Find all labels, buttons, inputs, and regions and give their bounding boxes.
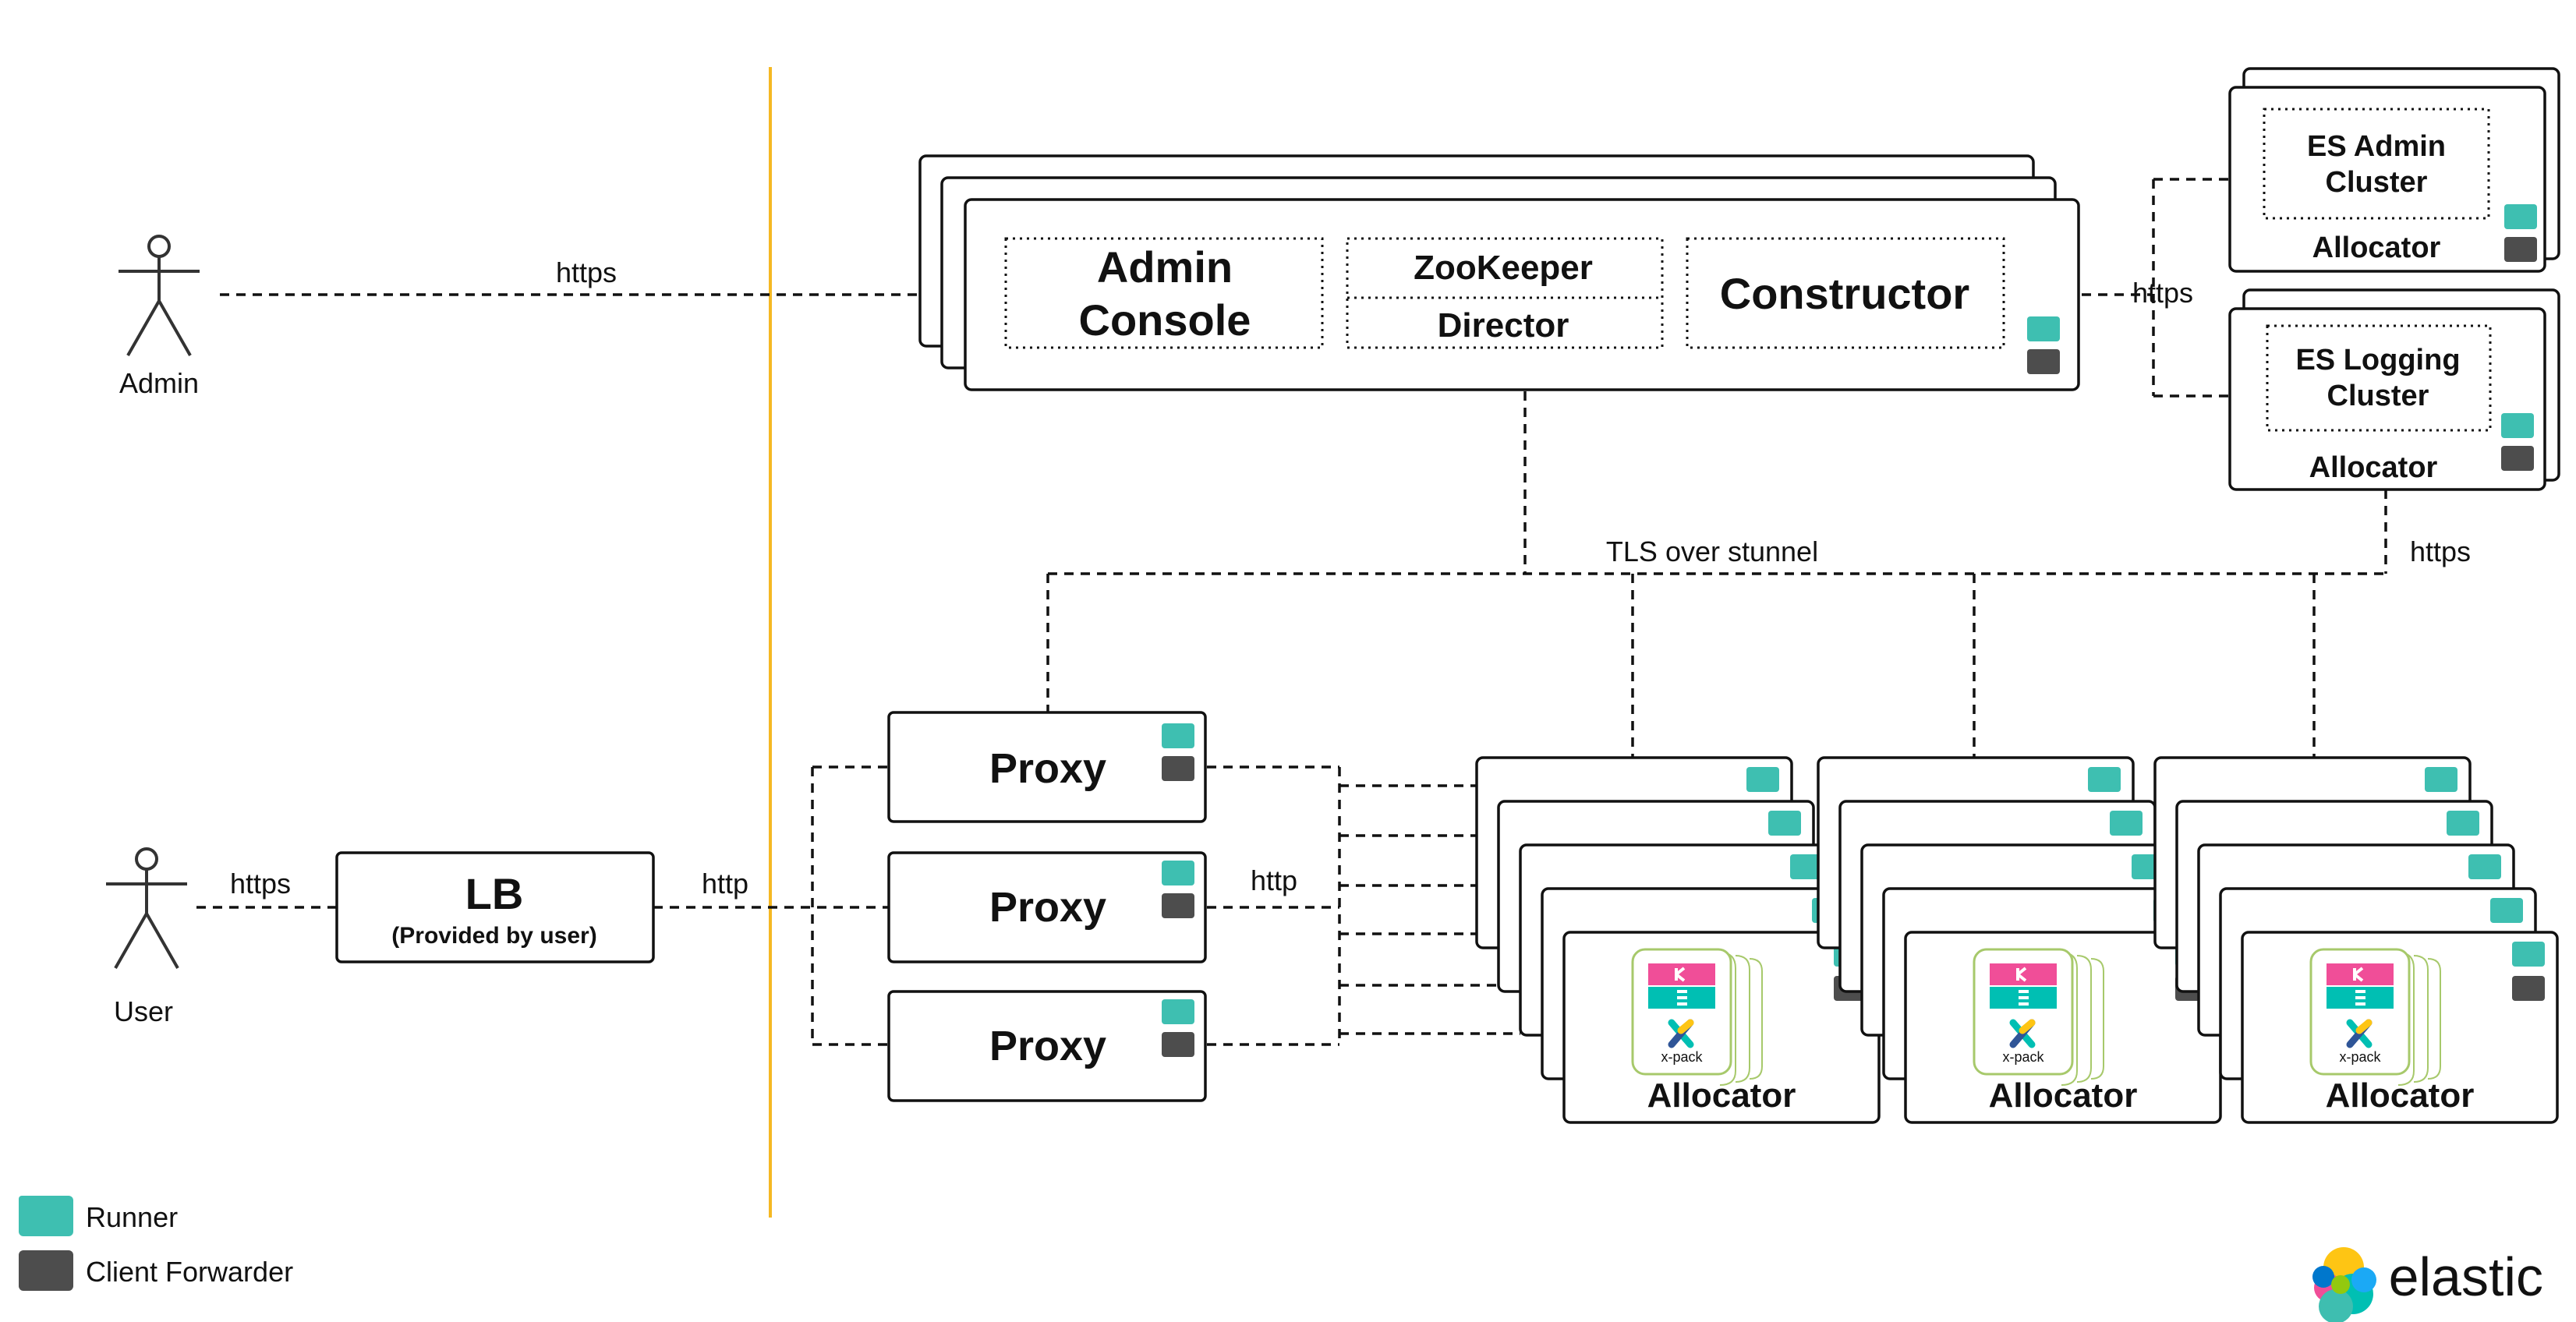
coordinator-stack — [918, 154, 2080, 391]
es-logging-title-1: ES Logging — [2295, 344, 2460, 376]
es-admin-allocator-label: Allocator — [2312, 232, 2441, 264]
elastic-logo-icon — [2312, 1247, 2376, 1322]
runner-icon — [2425, 767, 2457, 792]
admin-console-line1: Admin — [1097, 242, 1233, 292]
proxy-http-label: http — [1251, 864, 1297, 896]
zookeeper-label: ZooKeeper — [1414, 249, 1593, 287]
runner-icon — [1746, 767, 1779, 792]
client-forwarder-icon — [2512, 976, 2545, 1001]
xpack-label: x-pack — [2002, 1049, 2044, 1065]
xpack-label: x-pack — [2339, 1049, 2381, 1065]
runner-icon — [2110, 811, 2143, 836]
legend-client-forwarder-label: Client Forwarder — [86, 1256, 293, 1288]
allocator-label-2: Allocator — [1989, 1076, 2138, 1115]
tls-label: TLS over stunnel — [1606, 536, 1818, 567]
runner-icon — [2027, 316, 2060, 341]
runner-icon — [2512, 942, 2545, 967]
admin-https-label: https — [556, 256, 617, 288]
admin-actor-icon — [117, 235, 201, 357]
es-logging-cluster-stack — [2228, 288, 2560, 491]
es-logging-title-2: Cluster — [2327, 380, 2429, 412]
constructor-label: Constructor — [1720, 269, 1969, 318]
es-logging-allocator-label: Allocator — [2309, 451, 2438, 484]
lb-subtitle: (Provided by user) — [391, 923, 596, 949]
director-label: Director — [1438, 306, 1569, 345]
user-label: User — [114, 995, 173, 1027]
xpack-label: x-pack — [1661, 1049, 1703, 1065]
proxy-box-1 — [887, 711, 1207, 823]
allocator-label-1: Allocator — [1647, 1076, 1796, 1115]
user-https-label: https — [230, 868, 291, 900]
proxy-label-3: Proxy — [989, 1023, 1106, 1069]
legend-client-forwarder-swatch — [19, 1250, 73, 1291]
admin-console-box — [1004, 237, 1324, 349]
runner-icon — [2490, 898, 2523, 923]
user-actor-icon — [104, 847, 189, 970]
admin-label: Admin — [119, 367, 199, 399]
proxy-label-2: Proxy — [989, 884, 1106, 931]
client-forwarder-icon — [2027, 349, 2060, 374]
allocator-label-3: Allocator — [2326, 1076, 2475, 1115]
elastic-logo-text: elastic — [2389, 1246, 2543, 1307]
zookeeper-director-box — [1346, 237, 1664, 349]
constructor-https-label: https — [2132, 277, 2193, 309]
constructor-box — [1686, 237, 2005, 349]
logging-https-label: https — [2410, 536, 2471, 567]
lb-title: LB — [465, 869, 524, 918]
runner-icon — [2088, 767, 2121, 792]
proxy-box-3 — [887, 990, 1207, 1102]
es-admin-title-1: ES Admin — [2307, 130, 2446, 163]
admin-console-line2: Console — [1079, 295, 1251, 345]
proxy-label-1: Proxy — [989, 745, 1106, 792]
runner-icon — [2447, 811, 2479, 836]
lb-http-label: http — [702, 868, 748, 900]
allocator-stacks: x-packAllocatorx-packAllocatorx-packAllo… — [1475, 756, 2559, 1124]
legend — [19, 1196, 73, 1291]
legend-runner-label: Runner — [86, 1201, 178, 1233]
load-balancer-box — [335, 851, 655, 963]
proxy-box-2 — [887, 851, 1207, 963]
runner-icon — [1768, 811, 1801, 836]
es-admin-title-2: Cluster — [2326, 166, 2428, 199]
es-admin-cluster-stack — [2228, 67, 2560, 273]
runner-icon — [2468, 854, 2501, 879]
